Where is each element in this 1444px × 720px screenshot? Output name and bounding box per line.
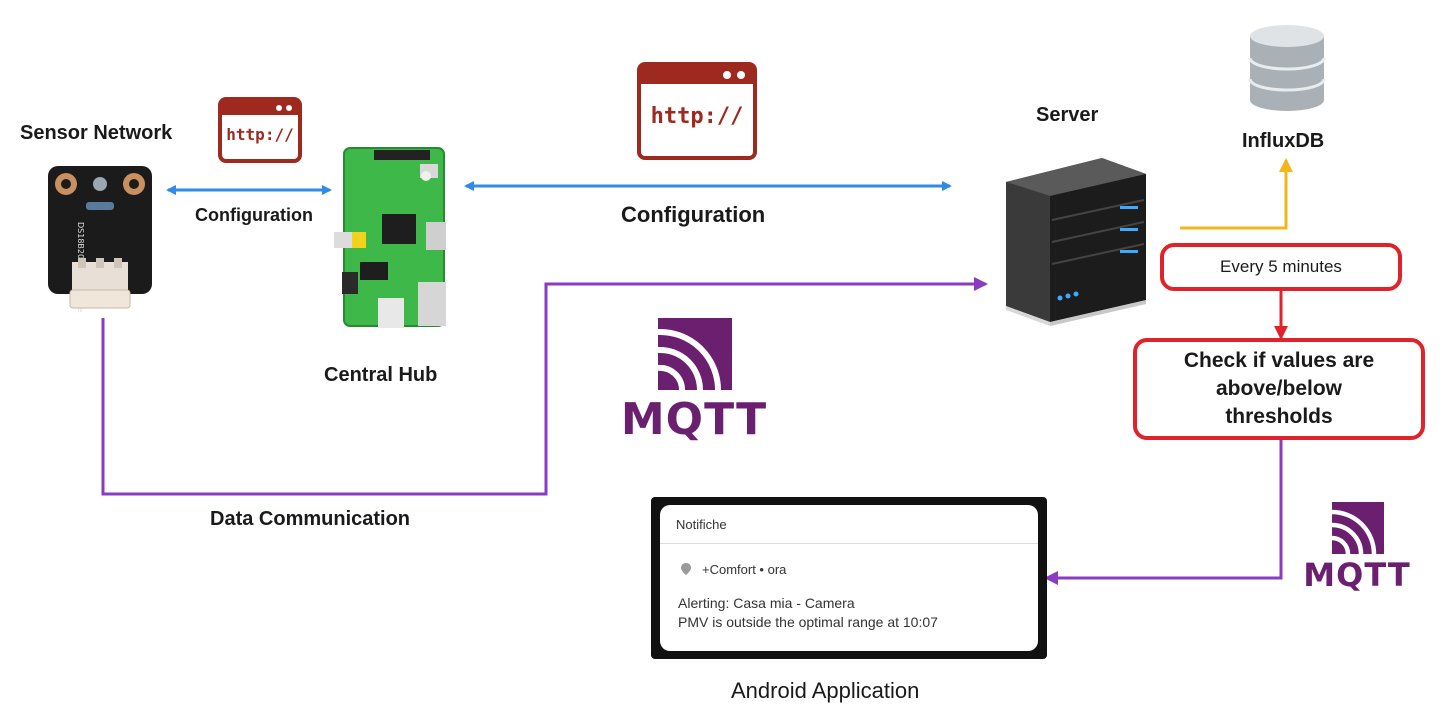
threshold-check-box: Check if values are above/below threshol… [1133,338,1425,440]
data-communication-line [101,277,988,496]
mqtt-logo: MQTT [620,316,768,446]
http-browser-icon-large: http:// [637,62,757,160]
http-browser-icon: http:// [218,97,302,163]
database-icon [1248,25,1326,111]
notification-message: PMV is outside the optimal range at 10:0… [678,614,938,630]
android-notification-screenshot: Notifiche +Comfort • ora Alerting: Casa … [651,497,1047,659]
mqtt-signal-icon [658,318,732,390]
central-hub-label: Central Hub [324,364,438,386]
notification-title: Alerting: Casa mia - Camera [678,595,855,611]
raspberry-pi-board-icon [334,147,446,328]
mqtt-text-small: MQTT [1303,556,1411,594]
threshold-check-text: Check if values are above/below threshol… [1183,349,1375,428]
notification-header: Notifiche [676,517,727,532]
server-icon [1006,158,1146,326]
http-text-large: http:// [650,104,744,129]
notification-card: Notifiche +Comfort • ora Alerting: Casa … [660,505,1038,651]
sensor-network-label: Sensor Network [20,122,173,144]
server-label: Server [1036,104,1099,126]
schedule-text: Every 5 minutes [1220,257,1342,276]
alert-line [1044,440,1283,585]
schedule-box: Every 5 minutes [1160,243,1402,291]
mqtt-signal-icon-small [1332,502,1384,554]
mqtt-text: MQTT [620,394,768,445]
divider [660,543,1038,544]
app-icon [681,563,691,575]
influxdb-arrow [1180,158,1293,230]
android-application-label: Android Application [731,678,920,703]
configuration-label-right: Configuration [621,202,766,227]
notification-app-line: +Comfort • ora [702,562,787,577]
configuration-label-left: Configuration [195,205,313,225]
temperature-sensor-icon: DS18B20 Temperature Sensor V2 [48,166,152,312]
influxdb-label: InfluxDB [1242,130,1325,152]
http-text: http:// [226,125,294,144]
mqtt-logo-small: MQTT [1302,502,1412,598]
data-communication-label: Data Communication [210,508,411,530]
